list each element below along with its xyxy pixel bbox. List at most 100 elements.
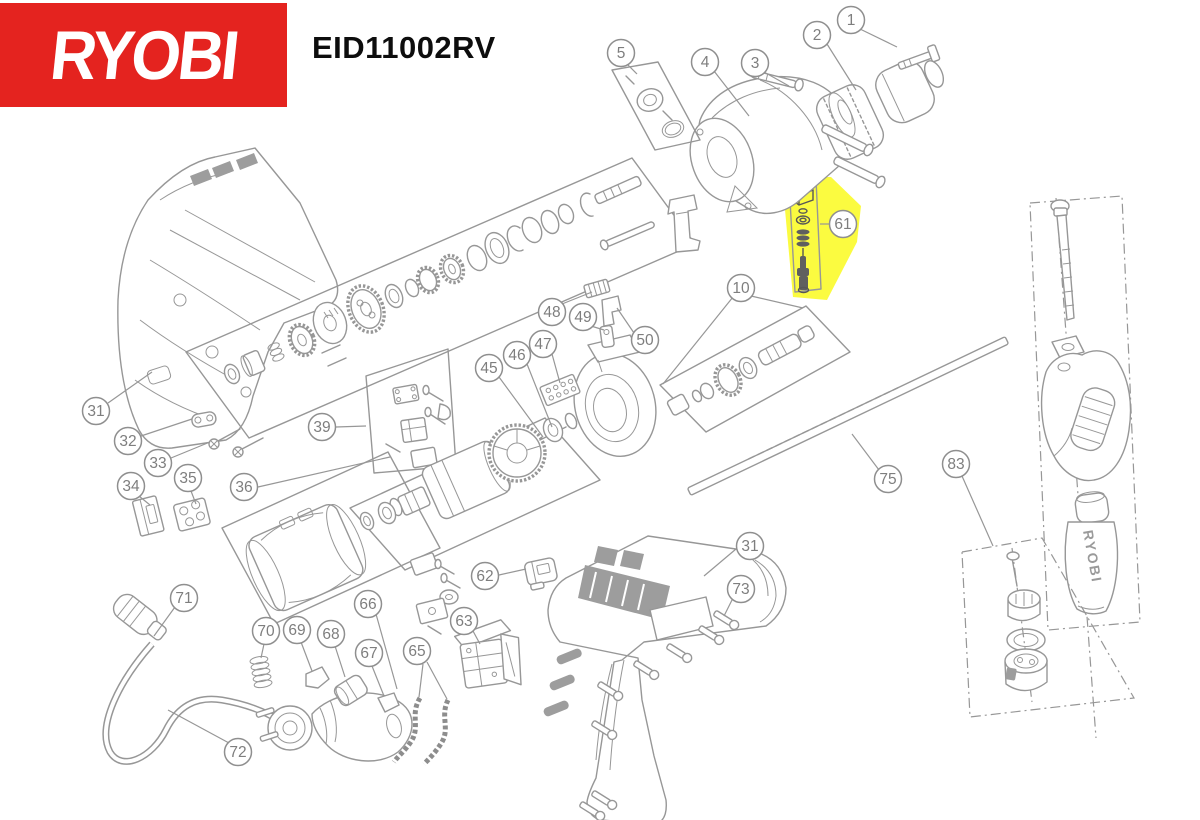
callout-2[interactable]: 2 bbox=[802, 20, 832, 50]
svg-text:72: 72 bbox=[229, 744, 246, 761]
housing-screws-73-drawing bbox=[579, 610, 740, 820]
svg-text:71: 71 bbox=[175, 590, 192, 607]
callout-65[interactable]: 65 bbox=[402, 636, 432, 666]
callout-66[interactable]: 66 bbox=[353, 589, 383, 619]
svg-text:70: 70 bbox=[257, 623, 275, 640]
retainer-bracket-drawing bbox=[667, 194, 701, 253]
clamp-cup-drawing bbox=[1004, 648, 1048, 692]
callout-75[interactable]: 75 bbox=[873, 464, 903, 494]
callout-31-2[interactable]: 31 bbox=[735, 531, 765, 561]
callout-70[interactable]: 70 bbox=[251, 616, 281, 646]
switch-box-drawing bbox=[365, 348, 457, 474]
callout-3[interactable]: 3 bbox=[740, 48, 770, 78]
handle-washer-drawing bbox=[1051, 335, 1085, 359]
callout-46[interactable]: 46 bbox=[502, 340, 532, 370]
callout-50[interactable]: 50 bbox=[630, 325, 660, 355]
svg-text:73: 73 bbox=[732, 581, 749, 598]
callout-32[interactable]: 32 bbox=[113, 426, 143, 456]
callout-39[interactable]: 39 bbox=[307, 412, 337, 442]
model-number: EID11002RV bbox=[312, 30, 496, 65]
svg-text:61: 61 bbox=[834, 216, 851, 233]
lead-wire-a-drawing bbox=[391, 696, 423, 764]
gearbox-housing-drawing bbox=[689, 75, 851, 215]
bracket-50-drawing bbox=[601, 295, 622, 327]
svg-text:34: 34 bbox=[122, 478, 140, 495]
block-34-drawing bbox=[131, 495, 165, 537]
wedge-69-drawing bbox=[305, 666, 330, 689]
handle-bolt-drawing bbox=[1050, 199, 1075, 321]
field-stator-drawing bbox=[221, 451, 441, 625]
latch-49-drawing bbox=[599, 324, 615, 349]
callout-71[interactable]: 71 bbox=[169, 583, 199, 613]
callout-1[interactable]: 1 bbox=[836, 5, 866, 35]
callout-67[interactable]: 67 bbox=[354, 638, 384, 668]
callout-69[interactable]: 69 bbox=[282, 615, 312, 645]
svg-text:68: 68 bbox=[322, 626, 339, 643]
svg-text:3: 3 bbox=[751, 55, 760, 72]
callout-73[interactable]: 73 bbox=[726, 574, 756, 604]
block-62-drawing bbox=[524, 557, 558, 591]
callout-83[interactable]: 83 bbox=[941, 449, 971, 479]
ryobi-logo: RYOBI bbox=[0, 3, 287, 107]
callout-63[interactable]: 63 bbox=[449, 606, 479, 636]
callout-4[interactable]: 4 bbox=[690, 47, 720, 77]
armature-drawing bbox=[349, 417, 601, 571]
switch-small-parts-drawing bbox=[409, 552, 461, 635]
svg-text:75: 75 bbox=[879, 471, 896, 488]
svg-text:39: 39 bbox=[313, 419, 330, 436]
callout-34[interactable]: 34 bbox=[116, 471, 146, 501]
callout-61[interactable]: 61 bbox=[828, 209, 858, 239]
armature-bearing-drawing bbox=[542, 417, 564, 443]
wedge-67-drawing bbox=[377, 692, 400, 713]
chuck-drawing bbox=[815, 60, 945, 160]
callout-35[interactable]: 35 bbox=[173, 463, 203, 493]
svg-text:49: 49 bbox=[574, 309, 591, 326]
svg-text:2: 2 bbox=[813, 27, 822, 44]
svg-text:67: 67 bbox=[360, 645, 377, 662]
callout-31[interactable]: 31 bbox=[81, 396, 111, 426]
leader-lines bbox=[107, 28, 994, 744]
screws-33-drawing bbox=[208, 428, 264, 458]
svg-text:63: 63 bbox=[455, 613, 472, 630]
front-housing-half-drawing bbox=[543, 535, 787, 820]
callout-47[interactable]: 47 bbox=[528, 329, 558, 359]
armature-washer-drawing bbox=[564, 412, 578, 430]
callout-48[interactable]: 48 bbox=[537, 297, 567, 327]
power-cord-drawing bbox=[102, 593, 280, 765]
fan-cover-drawing bbox=[573, 334, 657, 457]
star-coupler-drawing bbox=[1007, 589, 1041, 622]
bearing-box-drawing bbox=[611, 61, 701, 151]
svg-text:32: 32 bbox=[119, 433, 136, 450]
callout-10[interactable]: 10 bbox=[726, 273, 756, 303]
chuck-bolt-drawing bbox=[897, 44, 941, 70]
callout-62[interactable]: 62 bbox=[470, 561, 500, 591]
callout-72[interactable]: 72 bbox=[223, 737, 253, 767]
depth-rod-drawing bbox=[687, 336, 1009, 496]
callout-68[interactable]: 68 bbox=[316, 619, 346, 649]
clamp-parts-box-drawing bbox=[961, 537, 1135, 718]
side-handle-assembly-drawing: RYOBI bbox=[1029, 195, 1141, 739]
switch-assembly-drawing bbox=[453, 619, 522, 689]
callout-45[interactable]: 45 bbox=[474, 353, 504, 383]
svg-text:5: 5 bbox=[617, 45, 626, 62]
housing-screw-drawing-c bbox=[833, 156, 886, 189]
svg-text:36: 36 bbox=[235, 479, 252, 496]
link-32-drawing bbox=[191, 411, 217, 428]
lead-wire-b-drawing bbox=[422, 698, 451, 766]
callout-33[interactable]: 33 bbox=[143, 448, 173, 478]
gear-train-drawing bbox=[185, 157, 701, 439]
brush-clip-drawing bbox=[583, 278, 611, 299]
callout-5[interactable]: 5 bbox=[606, 38, 636, 68]
svg-text:48: 48 bbox=[543, 304, 560, 321]
clamp-ring-drawing bbox=[1006, 628, 1046, 652]
svg-text:69: 69 bbox=[288, 622, 305, 639]
svg-text:35: 35 bbox=[179, 470, 196, 487]
svg-text:66: 66 bbox=[359, 596, 376, 613]
callout-49[interactable]: 49 bbox=[568, 302, 598, 332]
svg-text:10: 10 bbox=[732, 280, 750, 297]
callout-36[interactable]: 36 bbox=[229, 472, 259, 502]
svg-text:31: 31 bbox=[741, 538, 758, 555]
